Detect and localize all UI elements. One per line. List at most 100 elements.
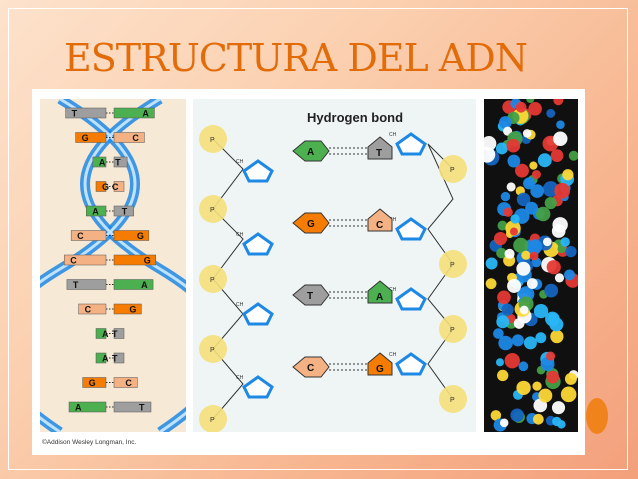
atom-sphere <box>509 227 518 236</box>
atom-sphere <box>496 247 507 259</box>
atom-sphere <box>562 169 574 181</box>
atom-sphere <box>484 136 497 152</box>
atom-sphere <box>499 116 512 129</box>
decorative-circle <box>586 398 608 434</box>
ladder-base-right-label: A <box>142 109 149 119</box>
sugar-label: CH <box>389 132 397 138</box>
base-right-label: G <box>376 364 384 375</box>
atom-sphere <box>564 372 577 385</box>
atom-sphere <box>507 278 522 293</box>
atom-sphere <box>535 332 547 344</box>
atom-sphere <box>506 182 516 192</box>
deoxyribose-sugar: CH <box>236 302 274 326</box>
ladder-base-left-label: A <box>102 354 109 364</box>
atom-sphere <box>485 257 498 270</box>
ladder-base-left-label: C <box>77 231 84 241</box>
atom-sphere <box>550 149 564 162</box>
atom-sphere <box>560 386 577 403</box>
atom-sphere <box>538 388 553 403</box>
sugar-label: CH <box>236 159 244 165</box>
atom-sphere <box>485 278 497 290</box>
atom-sphere <box>540 357 555 371</box>
atom-sphere <box>542 237 552 247</box>
atom-sphere <box>525 201 539 215</box>
deoxyribose-sugar: CH <box>236 375 274 399</box>
ladder-base-right-label: C <box>125 378 132 388</box>
atom-sphere <box>500 191 511 202</box>
atom-sphere <box>507 154 521 168</box>
deoxyribose-sugar: CH <box>236 232 274 256</box>
ladder-base-right-label: A <box>141 280 148 290</box>
sugar-label: CH <box>389 352 397 358</box>
atom-sphere <box>546 351 556 361</box>
atom-sphere <box>553 99 564 106</box>
phosphate-group: P <box>439 250 467 278</box>
atom-sphere <box>531 170 541 179</box>
atom-sphere <box>518 361 529 372</box>
atom-sphere <box>521 250 531 260</box>
atom-sphere <box>530 184 545 198</box>
ladder-base-left-label: C <box>70 256 77 266</box>
phosphate-group: P <box>199 125 227 153</box>
atom-sphere <box>526 99 535 104</box>
atom-sphere <box>554 273 565 283</box>
atom-sphere <box>549 317 564 332</box>
ladder-base-right-label: T <box>112 329 118 339</box>
phosphate-label: P <box>210 417 215 424</box>
atom-sphere <box>499 418 509 428</box>
base-left-label: G <box>307 219 315 230</box>
ladder-base-right-label: T <box>122 207 128 217</box>
atom-sphere <box>522 129 532 138</box>
atom-sphere <box>560 237 570 247</box>
atom-sphere <box>510 214 520 224</box>
base-right-label: A <box>376 292 383 303</box>
phosphate-label: P <box>210 207 215 214</box>
atom-sphere <box>551 224 566 238</box>
ladder-base-left-label: A <box>75 403 82 413</box>
ladder-base-left-label: G <box>82 133 89 143</box>
sugar-label: CH <box>389 287 397 293</box>
phosphate-group: P <box>199 405 227 433</box>
atom-sphere <box>533 413 544 425</box>
atom-sphere <box>519 305 529 315</box>
atom-sphere <box>495 358 504 367</box>
phosphate-group: P <box>199 335 227 363</box>
ladder-base-left-label: G <box>102 182 109 192</box>
atom-sphere <box>544 196 557 210</box>
sugar-label: CH <box>236 302 244 308</box>
atom-sphere <box>557 420 566 429</box>
atom-sphere <box>564 269 575 281</box>
atom-sphere <box>542 181 559 197</box>
ladder-base-left-label: G <box>89 378 96 388</box>
atom-sphere <box>515 101 527 113</box>
atom-sphere <box>513 318 525 329</box>
phosphate-label: P <box>210 347 215 354</box>
slide-title: ESTRUCTURA DEL ADN <box>64 36 528 80</box>
atom-sphere <box>497 290 511 305</box>
phosphate-label: P <box>450 327 455 334</box>
ladder-base-right-label: T <box>115 158 121 168</box>
phosphate-group: P <box>439 155 467 183</box>
atom-sphere <box>525 177 535 187</box>
sugar-label: CH <box>389 217 397 223</box>
ladder-base-right-label: T <box>112 354 118 364</box>
deoxyribose-sugar: CH <box>389 132 427 156</box>
atom-sphere <box>506 138 521 153</box>
atom-sphere <box>529 161 538 170</box>
